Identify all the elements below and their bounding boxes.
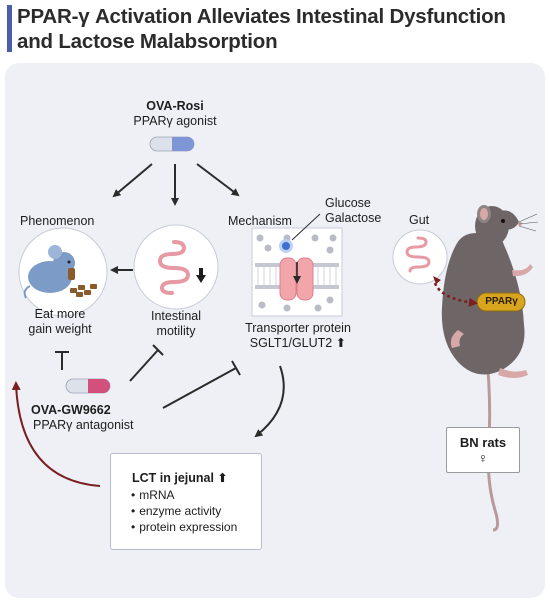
transporter-membrane-icon	[251, 227, 343, 317]
increase-arrow-icon	[196, 268, 206, 283]
mechanism-heading: Mechanism	[228, 214, 292, 228]
intestinal-line1: Intestinal	[150, 309, 202, 323]
intestinal-line2: motility	[156, 324, 196, 338]
antagonist-capsule-icon	[65, 378, 111, 394]
agonist-role: PPARγ agonist	[133, 114, 217, 128]
lct-item-protein: protein expression	[131, 519, 237, 535]
galactose-label: Galactose	[325, 211, 382, 225]
inhibition-lines	[55, 344, 241, 409]
lct-feedback-arrow	[11, 381, 101, 487]
gut-label: Gut	[409, 213, 430, 227]
female-symbol: ♀	[477, 450, 489, 466]
lct-heading: LCT in jejunal ⬆	[132, 471, 228, 485]
gut-receptor-link	[433, 282, 478, 307]
phenomenon-line2: gain weight	[28, 322, 92, 336]
mechanism-to-lct-arrow	[254, 365, 285, 438]
lct-list: mRNA enzyme activity protein expression	[111, 487, 237, 535]
page-title: PPAR-γ Activation Alleviates Intestinal …	[17, 5, 506, 53]
lct-box: LCT in jejunal ⬆ mRNA enzyme activity pr…	[110, 453, 262, 550]
lct-item-enzyme: enzyme activity	[131, 503, 237, 519]
gut-icon	[392, 229, 448, 285]
phenomenon-line1: Eat more	[34, 307, 86, 321]
antagonist-role: PPARγ antagonist	[33, 418, 134, 432]
intestine-icon	[133, 224, 219, 310]
gut-receptor-link-head	[433, 276, 441, 284]
lct-item-mrna: mRNA	[131, 487, 237, 503]
mouse-icon	[18, 227, 108, 317]
agonist-arrows	[112, 163, 240, 206]
glucose-label: Glucose	[325, 196, 371, 210]
agonist-capsule-icon	[149, 136, 195, 152]
transporter-line2: SGLT1/GLUT2 ⬆	[249, 336, 347, 350]
glucose-pointer-line	[291, 213, 321, 241]
transporter-line1: Transporter protein	[245, 321, 351, 335]
rat-icon	[441, 205, 539, 532]
ppar-receptor-label: PPARγ	[485, 296, 518, 307]
bn-rats-box: BN rats ♀	[446, 427, 520, 473]
bn-rats-label: BN rats	[459, 435, 507, 450]
phenomenon-heading: Phenomenon	[20, 214, 95, 228]
agonist-name: OVA-Rosi	[146, 99, 204, 113]
antagonist-name: OVA-GW9662	[31, 403, 111, 417]
title-accent-bar	[7, 5, 12, 52]
